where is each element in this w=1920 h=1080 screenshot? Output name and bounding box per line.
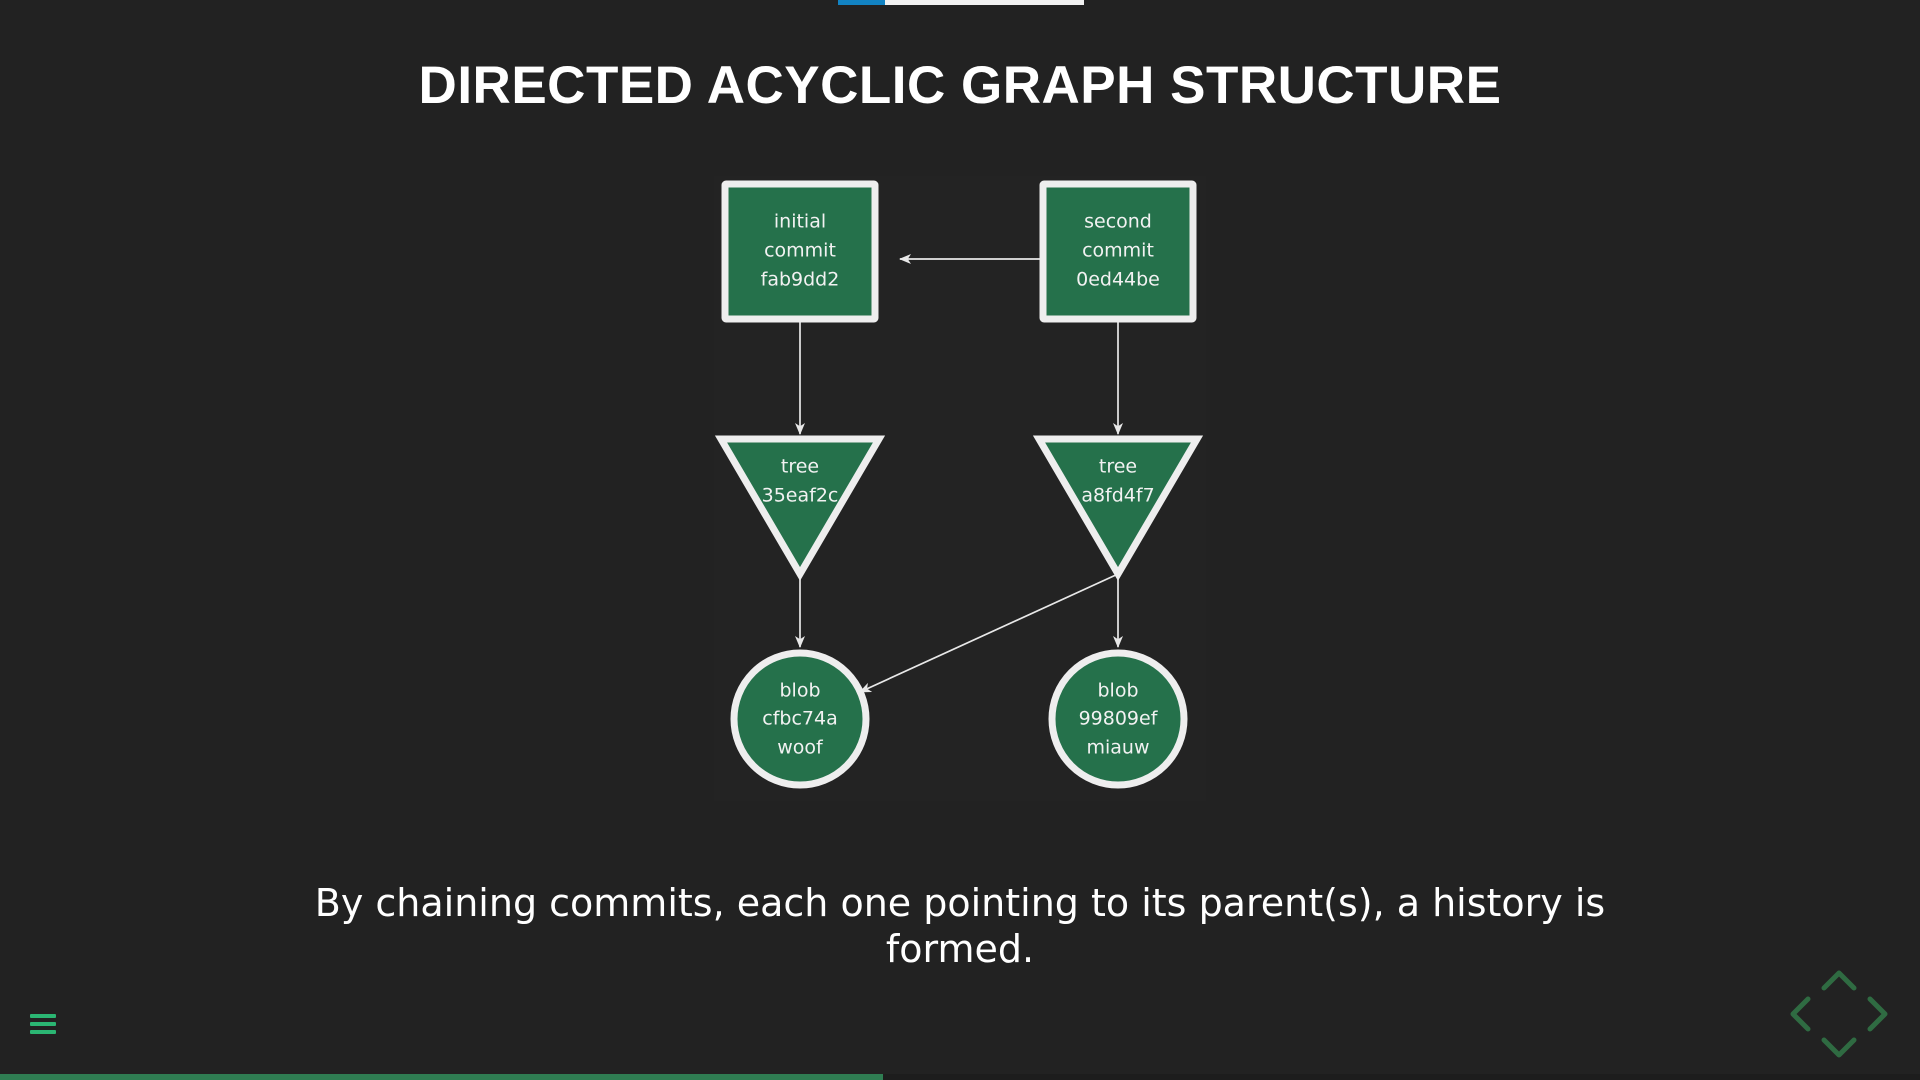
navigation-arrows-svg (1790, 970, 1888, 1058)
node-commit1-line-1: initial (774, 211, 826, 233)
node-blob2-shape (1048, 649, 1188, 789)
node-tree2-line-1: tree (1099, 456, 1137, 478)
node-commit1-line-2: commit (764, 240, 836, 262)
bottom-progress-fill (0, 1074, 884, 1080)
node-tree2[interactable]: tree a8fd4f7 (1032, 435, 1204, 581)
chevron-left-icon[interactable] (1790, 996, 1811, 1032)
node-tree2-shape (1032, 435, 1204, 581)
top-progress-bar (838, 0, 1084, 5)
hamburger-bar-1 (30, 1014, 56, 1018)
node-commit2[interactable]: second commit 0ed44be (1039, 180, 1197, 323)
node-commit1-shape (721, 180, 879, 323)
node-commit2-line-1: second (1084, 211, 1152, 233)
node-tree1-line-2: 35eaf2c (762, 485, 839, 507)
dag-diagram-svg: initial commit fab9dd2 second commit 0ed… (714, 180, 1204, 789)
node-commit2-line-2: commit (1082, 240, 1154, 262)
chevron-right-icon[interactable] (1867, 996, 1888, 1032)
node-tree1[interactable]: tree 35eaf2c (714, 435, 886, 581)
node-tree1-shape (714, 435, 886, 581)
edge-tree2-to-blob1 (859, 573, 1119, 693)
node-commit2-shape (1039, 180, 1197, 323)
node-blob2-line-3: miauw (1086, 737, 1149, 759)
node-blob1-line-2: cfbc74a (762, 708, 837, 730)
hamburger-bar-3 (30, 1030, 56, 1034)
node-tree1-line-1: tree (781, 456, 819, 478)
slide-caption: By chaining commits, each one pointing t… (314, 881, 1606, 972)
bottom-progress-bar (0, 1074, 1920, 1080)
top-progress-fill (838, 0, 885, 5)
node-tree2-line-2: a8fd4f7 (1081, 485, 1154, 507)
navigation-arrows[interactable] (1784, 964, 1894, 1064)
chevron-up-icon[interactable] (1821, 970, 1857, 991)
page-title: DIRECTED ACYCLIC GRAPH STRUCTURE (418, 56, 1502, 115)
hamburger-menu-icon[interactable] (30, 1014, 56, 1034)
node-blob1-line-1: blob (779, 680, 820, 702)
hamburger-bar-2 (30, 1022, 56, 1026)
node-blob1-line-3: woof (777, 737, 824, 759)
node-commit1-line-3: fab9dd2 (761, 269, 840, 291)
node-blob2-line-1: blob (1097, 680, 1138, 702)
chevron-down-icon[interactable] (1821, 1037, 1857, 1058)
node-commit2-line-3: 0ed44be (1076, 269, 1160, 291)
node-blob2[interactable]: blob 99809ef miauw (1048, 649, 1188, 789)
dag-edges (795, 254, 1123, 693)
dag-diagram: initial commit fab9dd2 second commit 0ed… (714, 176, 1206, 801)
node-blob1[interactable]: blob cfbc74a woof (730, 649, 870, 789)
node-blob2-line-2: 99809ef (1079, 708, 1159, 730)
node-blob1-shape (730, 649, 870, 789)
node-commit1[interactable]: initial commit fab9dd2 (721, 180, 879, 323)
